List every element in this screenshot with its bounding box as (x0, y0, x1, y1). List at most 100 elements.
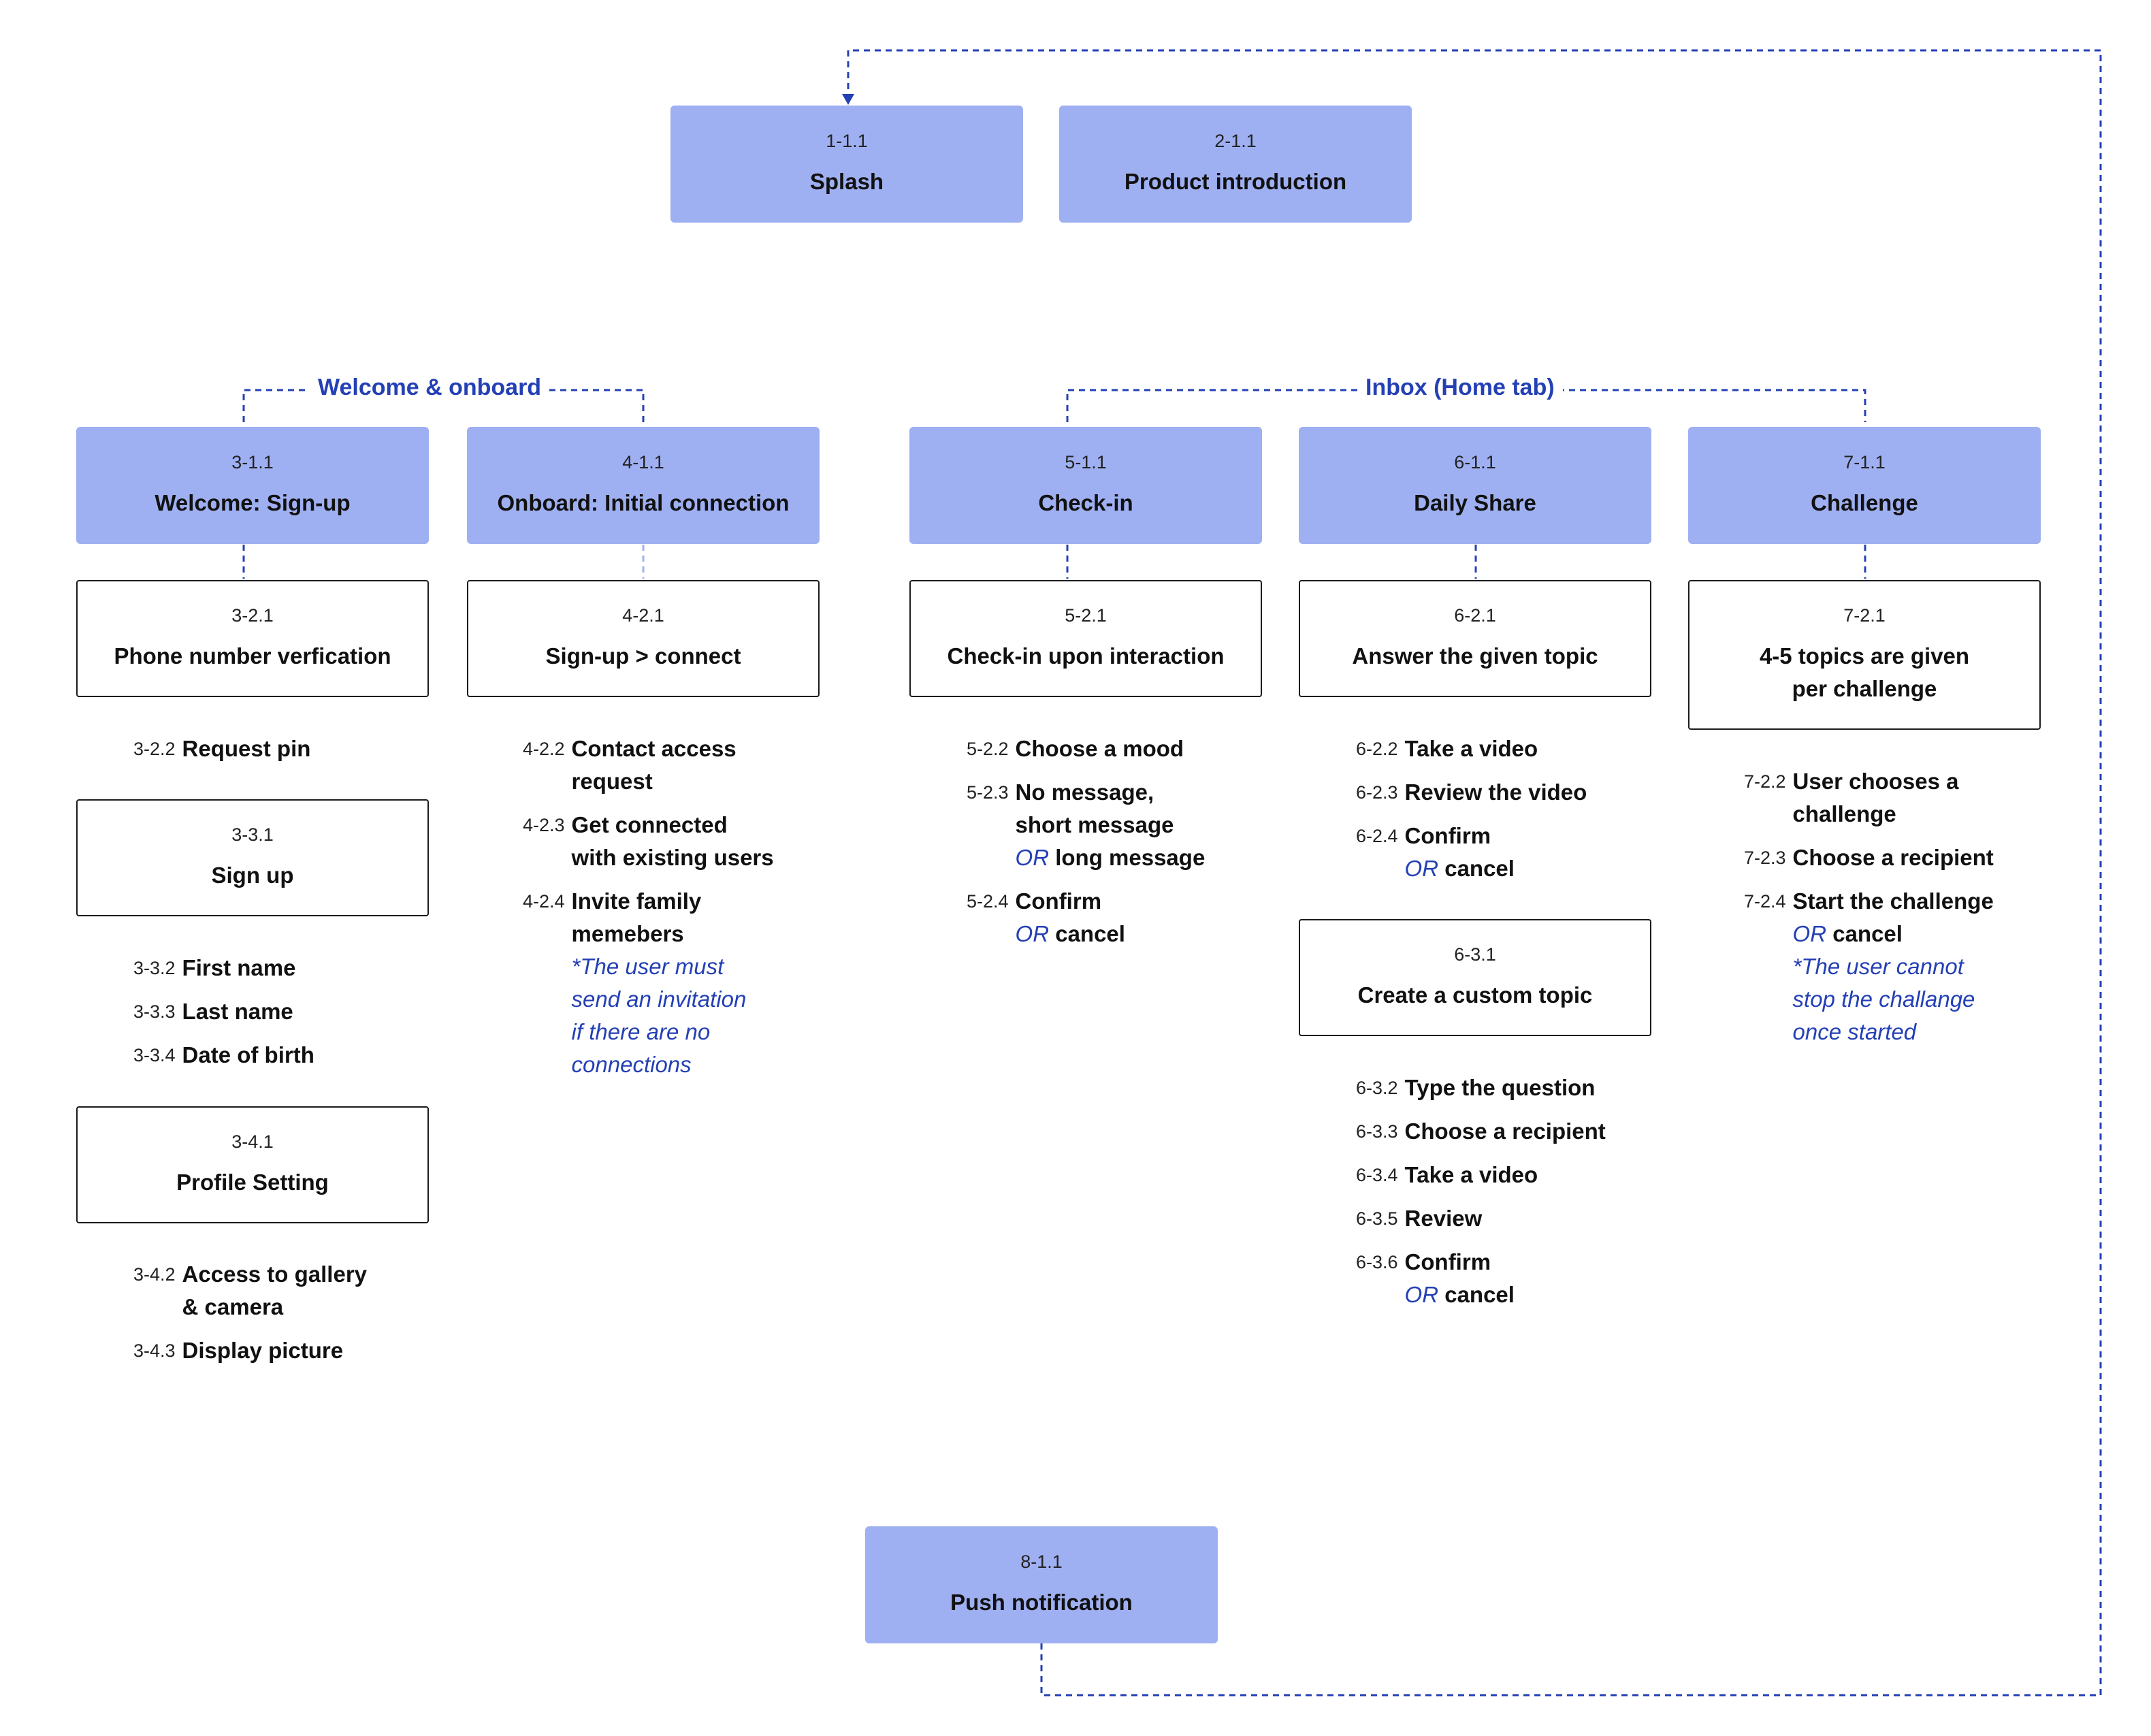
step-number: 7-2.4 (1744, 891, 1786, 912)
step-number: 6-3.5 (1356, 1208, 1398, 1229)
or-label: OR (1404, 1282, 1439, 1307)
step-number: 3-3.4 (133, 1045, 176, 1065)
step-item: 7-2.2 User chooses a challenge (1744, 765, 1994, 831)
step-item: 6-3.5 Review (1356, 1202, 1606, 1235)
phone-verification-box: 3-2.1 Phone number verfication (76, 580, 429, 697)
box-code: 5-1.1 (1065, 451, 1107, 472)
box-title: Phone number verfication (114, 643, 391, 669)
box-code: 1-1.1 (826, 130, 868, 151)
welcome-signup-box: 3-1.1 Welcome: Sign-up (76, 427, 429, 544)
step-item: 3-3.4 Date of birth (133, 1039, 314, 1072)
step-text: Last name (182, 999, 293, 1024)
step-list: 7-2.2 User chooses a challenge 7-2.3 Cho… (1744, 765, 1994, 1059)
step-text: cancel (1444, 856, 1515, 881)
onboard-initial-connection-box: 4-1.1 Onboard: Initial connection (467, 427, 820, 544)
step-text: Date of birth (182, 1042, 314, 1067)
group-label-inbox: Inbox (Home tab) (1357, 374, 1563, 401)
step-text: Request pin (182, 736, 311, 761)
box-title: Create a custom topic (1357, 982, 1593, 1008)
step-text: Confirm (1404, 1249, 1491, 1274)
step-text: Confirm (1015, 888, 1102, 914)
step-text: memebers (571, 921, 684, 946)
step-number: 7-2.2 (1744, 771, 1786, 792)
step-text: short message (1015, 812, 1174, 837)
step-item: 4-2.2 Contact access request (523, 733, 774, 798)
step-number: 4-2.2 (523, 739, 565, 759)
step-item: 5-2.3 No message, short message OR long … (967, 776, 1205, 874)
step-note: *The user must (571, 954, 724, 979)
step-item: 3-4.2 Access to gallery & camera (133, 1258, 367, 1323)
box-title: Profile Setting (176, 1169, 329, 1195)
box-title: Sign up (211, 862, 294, 888)
step-number: 6-2.3 (1356, 782, 1398, 803)
step-note: connections (571, 1052, 692, 1077)
step-item: 3-3.2 First name (133, 952, 314, 984)
step-item: 7-2.4 Start the challenge OR cancel *The… (1744, 885, 1994, 1048)
step-text: Choose a recipient (1404, 1119, 1606, 1144)
step-item: 5-2.4 Confirm OR cancel (967, 885, 1205, 950)
step-item: 7-2.3 Choose a recipient (1744, 841, 1994, 874)
step-item: 6-2.3 Review the video (1356, 776, 1587, 809)
box-title: per challenge (1792, 675, 1937, 701)
signup-connect-box: 4-2.1 Sign-up > connect (467, 580, 820, 697)
step-item: 6-2.4 Confirm OR cancel (1356, 820, 1587, 885)
step-text: Take a video (1404, 736, 1538, 761)
profile-setting-box: 3-4.1 Profile Setting (76, 1106, 429, 1223)
or-label: OR (1015, 845, 1050, 870)
step-list: 5-2.2 Choose a mood 5-2.3 No message, sh… (967, 733, 1205, 961)
or-label: OR (1792, 921, 1827, 946)
step-text: Invite family (571, 888, 702, 914)
box-title: Check-in (1038, 489, 1133, 515)
or-label: OR (1015, 921, 1050, 946)
step-item: 3-3.3 Last name (133, 995, 314, 1028)
box-code: 6-1.1 (1454, 451, 1496, 472)
step-note: send an invitation (571, 986, 747, 1012)
step-item: 6-3.3 Choose a recipient (1356, 1115, 1606, 1148)
step-number: 5-2.4 (967, 891, 1009, 912)
step-text: No message, (1015, 779, 1154, 805)
step-item: 6-3.2 Type the question (1356, 1072, 1606, 1104)
step-number: 7-2.3 (1744, 848, 1786, 868)
topics-per-challenge-box: 7-2.1 4-5 topics are given per challenge (1688, 580, 2041, 730)
check-in-interaction-box: 5-2.1 Check-in upon interaction (909, 580, 1262, 697)
step-text: challenge (1792, 801, 1896, 826)
step-number: 3-2.2 (133, 739, 176, 759)
box-title: Answer the given topic (1352, 643, 1598, 669)
check-in-box: 5-1.1 Check-in (909, 427, 1262, 544)
product-introduction-box: 2-1.1 Product introduction (1059, 106, 1412, 223)
step-list: 3-2.2 Request pin (133, 733, 310, 776)
step-text: cancel (1444, 1282, 1515, 1307)
step-text: First name (182, 955, 296, 980)
box-title: 4-5 topics are given (1759, 643, 1970, 669)
step-text: Take a video (1404, 1162, 1538, 1187)
box-code: 6-3.1 (1454, 944, 1496, 965)
step-text: request (571, 769, 653, 794)
step-number: 3-4.3 (133, 1340, 176, 1361)
step-text: & camera (182, 1294, 284, 1319)
arrowhead-icon (842, 94, 854, 105)
box-code: 6-2.1 (1454, 605, 1496, 626)
step-text: Review the video (1404, 779, 1587, 805)
step-text: Contact access (571, 736, 737, 761)
step-number: 3-4.2 (133, 1264, 176, 1285)
step-text: Start the challenge (1792, 888, 1994, 914)
answer-topic-box: 6-2.1 Answer the given topic (1299, 580, 1651, 697)
box-title: Push notification (950, 1589, 1133, 1615)
box-code: 4-2.1 (622, 605, 664, 626)
step-item: 4-2.4 Invite family memebers *The user m… (523, 885, 774, 1081)
step-text: long message (1055, 845, 1206, 870)
step-number: 6-3.2 (1356, 1078, 1398, 1098)
challenge-box: 7-1.1 Challenge (1688, 427, 2041, 544)
loop-connector (847, 49, 2102, 1697)
box-title: Splash (809, 168, 884, 194)
box-title: Welcome: Sign-up (155, 489, 351, 515)
step-item: 6-3.4 Take a video (1356, 1159, 1606, 1191)
step-number: 5-2.2 (967, 739, 1009, 759)
step-number: 4-2.3 (523, 815, 565, 835)
box-code: 7-2.1 (1843, 605, 1886, 626)
step-list: 6-2.2 Take a video 6-2.3 Review the vide… (1356, 733, 1587, 896)
step-number: 6-3.4 (1356, 1165, 1398, 1185)
step-list: 3-3.2 First name 3-3.3 Last name 3-3.4 D… (133, 952, 314, 1082)
step-text: cancel (1055, 921, 1125, 946)
group-label-welcome: Welcome & onboard (310, 374, 550, 401)
